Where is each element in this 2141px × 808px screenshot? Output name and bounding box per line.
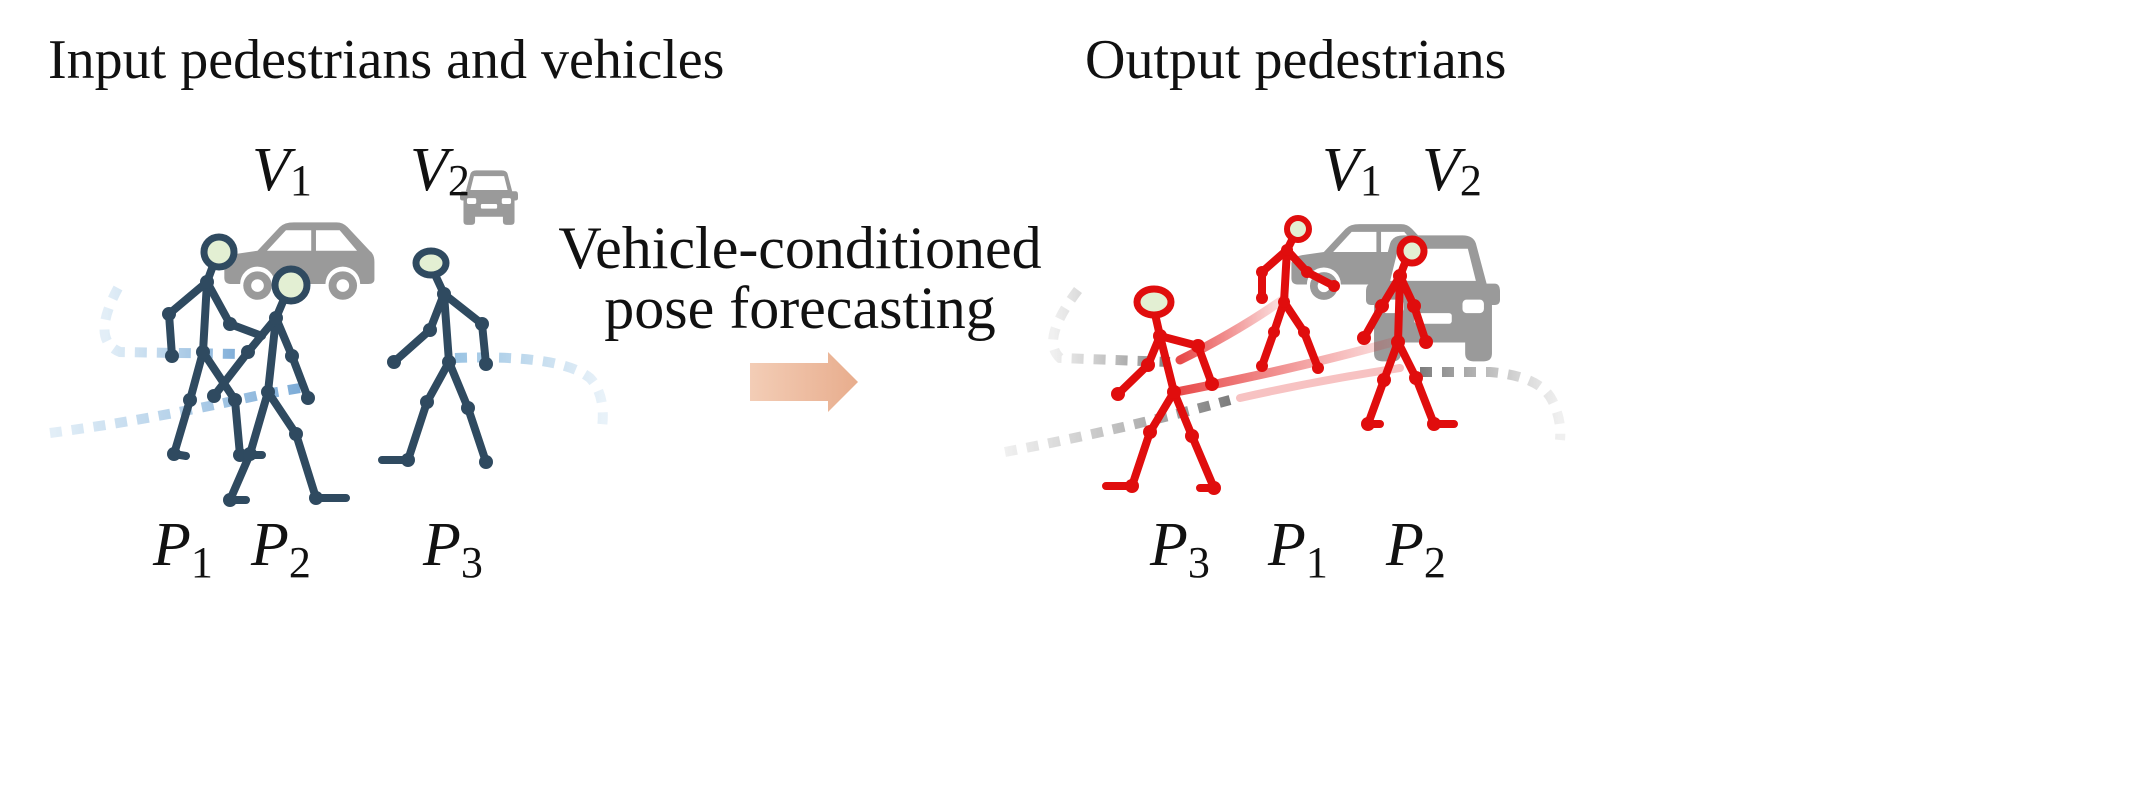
motion-trail [1236,364,1404,402]
method-label-line1: Vehicle-conditioned [558,215,1041,281]
vehicle-label-v2: V2 [1422,136,1482,205]
right-panel: Output pedestrians V1 V2 [1004,29,1566,587]
pedestrian-label-p3: P3 [422,511,483,587]
pedestrian-p2-head [271,265,311,305]
trajectory-line [454,352,608,429]
svg-text:V2: V2 [410,136,470,205]
svg-text:V1: V1 [1322,136,1382,205]
svg-text:V1: V1 [252,136,312,205]
trajectory-line [49,383,301,438]
left-panel-title: Input pedestrians and vehicles [48,29,724,91]
pedestrian-label-p3: P3 [1149,511,1210,587]
pedestrian-p1-head [200,233,238,271]
right-trajectories [1004,286,1566,457]
pedestrian-p1-head [1284,215,1312,243]
pedestrian-p2-head [1396,235,1428,267]
svg-text:P2: P2 [250,511,311,587]
svg-text:V2: V2 [1422,136,1482,205]
pedestrian-label-p1: P1 [152,511,213,587]
method-label-line2: pose forecasting [604,275,996,341]
pedestrian-label-p1: P1 [1267,511,1328,587]
pedestrian-p3-skeleton [1102,285,1221,495]
left-panel: Input pedestrians and vehicles V1 V2 [48,29,724,587]
pedestrian-label-p2: P2 [250,511,311,587]
pedestrian-label-p2: P2 [1385,511,1446,587]
svg-text:P3: P3 [422,511,483,587]
vehicle-label-v1: V1 [1322,136,1382,205]
svg-text:P1: P1 [1267,511,1328,587]
middle-section: Vehicle-conditioned pose forecasting [558,215,1042,412]
pedestrian-p3-skeleton [378,247,493,469]
pedestrian-p1-skeleton [162,233,266,462]
svg-text:P3: P3 [1149,511,1210,587]
pedestrian-p1-skeleton [1256,215,1340,374]
trajectory-line [1004,395,1232,457]
svg-text:P2: P2 [1385,511,1446,587]
pedestrian-p2-skeleton [207,265,350,507]
pedestrian-p2-skeleton [1357,235,1458,431]
right-arrow-icon [750,352,858,412]
right-panel-title: Output pedestrians [1085,29,1506,91]
trajectory-line [99,285,241,359]
left-trajectories [49,285,608,438]
trajectory-line [1048,286,1171,367]
svg-text:P1: P1 [152,511,213,587]
motion-trail [1175,293,1290,365]
vehicle-label-v2: V2 [410,136,470,205]
pedestrian-p3-head [1133,285,1175,319]
pedestrian-p3-head [412,247,450,279]
trajectory-line [1420,367,1566,441]
vehicle-label-v1: V1 [252,136,312,205]
